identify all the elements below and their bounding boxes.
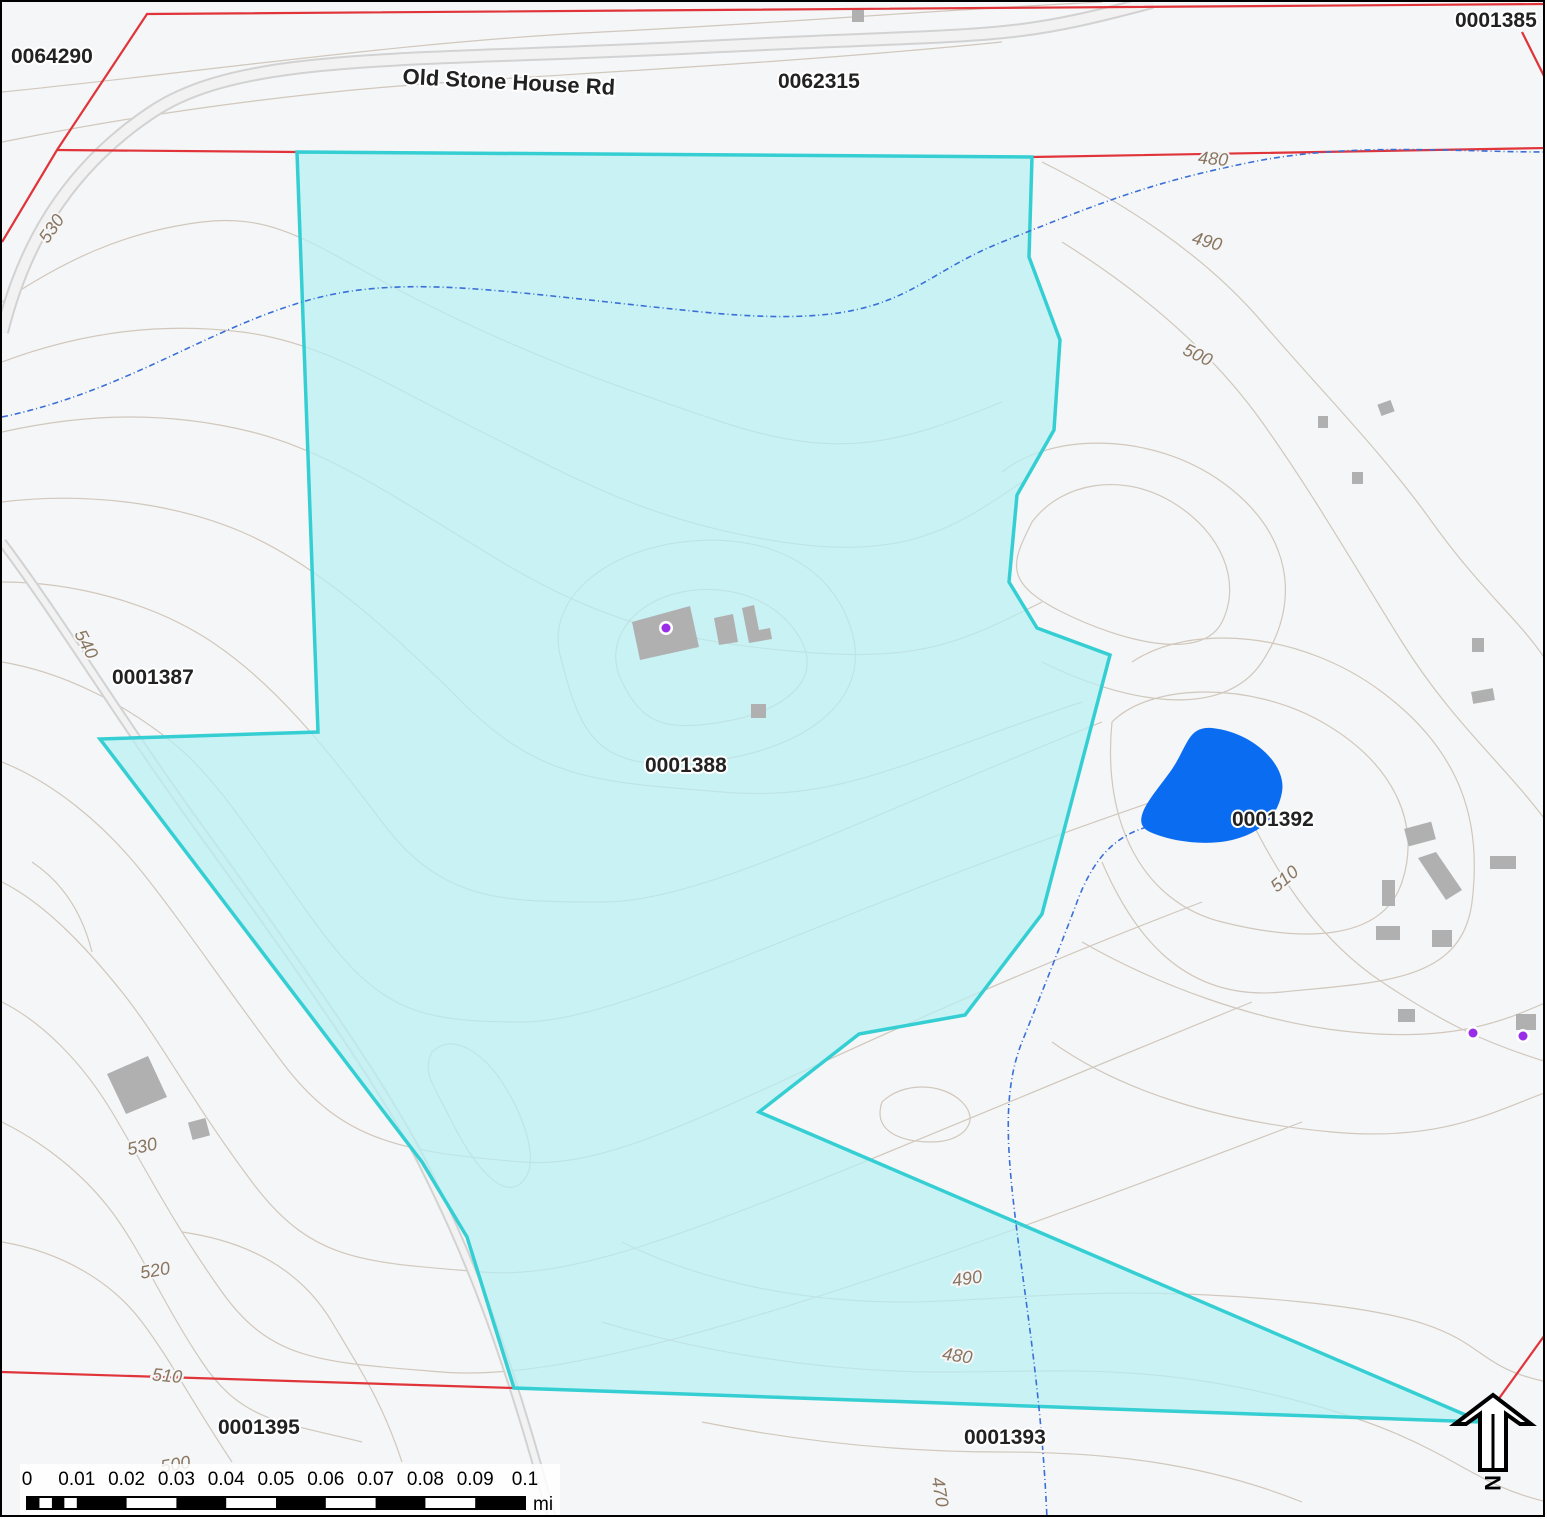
- scale-tick-label: 0.1: [512, 1469, 538, 1490]
- parcel-label-0062315: 0062315: [778, 70, 860, 93]
- scale-tick-label: 0.05: [258, 1469, 295, 1490]
- scale-tick-label: 0.08: [407, 1469, 444, 1490]
- parcel-label-0001387: 0001387: [112, 666, 194, 689]
- building: [852, 10, 864, 22]
- building: [1404, 821, 1436, 847]
- scale-segment: [51, 1497, 65, 1509]
- parcel-label-0001392: 0001392: [1232, 808, 1314, 831]
- building: [1398, 1009, 1415, 1022]
- selected-parcel-0001388[interactable]: [96, 150, 1483, 1424]
- scale-segment: [176, 1497, 227, 1509]
- parcel-label-0064290: 0064290: [11, 45, 93, 68]
- pond: [1141, 727, 1283, 843]
- building: [1352, 472, 1363, 484]
- north-letter: N: [1480, 1475, 1505, 1491]
- contour-label: 490: [1190, 228, 1224, 255]
- scale-tick-label: 0.06: [307, 1469, 344, 1490]
- scale-tick-label: 0.07: [357, 1469, 394, 1490]
- north-arrow-icon: N: [1449, 1392, 1537, 1491]
- contour-label: 500: [1180, 339, 1216, 370]
- scale-segment: [27, 1497, 40, 1509]
- parcel-label-0001385: 0001385: [1455, 9, 1537, 32]
- scale-segment: [76, 1497, 127, 1509]
- building: [751, 704, 766, 718]
- building: [714, 614, 738, 645]
- building: [1418, 852, 1462, 900]
- scale-segment: [375, 1497, 426, 1509]
- scale-tick-label: 0.02: [108, 1469, 145, 1490]
- contour-label: 480: [941, 1344, 974, 1368]
- building: [1376, 926, 1400, 940]
- scale-tick-label: 0.09: [457, 1469, 494, 1490]
- building: [1471, 688, 1495, 704]
- stream-north: [2, 148, 1543, 418]
- scale-segment: [475, 1497, 525, 1509]
- building: [1516, 1014, 1536, 1030]
- scale-tick-label: 0: [22, 1469, 33, 1490]
- scale-tick-label: 0.03: [158, 1469, 195, 1490]
- streams: [2, 148, 1543, 1515]
- parcel-label-0001393: 0001393: [964, 1426, 1046, 1449]
- building: [1432, 930, 1452, 947]
- contour-label: 510: [1266, 861, 1302, 896]
- contour-label: 520: [139, 1258, 172, 1283]
- stream-south: [1007, 826, 1148, 1515]
- scale-unit: mi: [533, 1494, 553, 1515]
- parcel-label-0001388: 0001388: [645, 754, 727, 777]
- building: [1377, 399, 1395, 417]
- parcel-label-0001395: 0001395: [218, 1416, 300, 1439]
- building: [1490, 856, 1516, 869]
- parcel-labels: 0064290 0062315 0001385 0001387 0001388 …: [9, 7, 1539, 1451]
- contour-label: 510: [151, 1364, 183, 1387]
- building: [1382, 880, 1395, 906]
- building: [742, 605, 772, 643]
- building: [187, 1117, 211, 1141]
- building: [1472, 638, 1484, 652]
- scale-tick-label: 0.04: [208, 1469, 245, 1490]
- building: [1318, 416, 1328, 428]
- contour-label: 470: [928, 1475, 953, 1508]
- contour-label: 540: [70, 626, 102, 662]
- contour-label: 530: [125, 1134, 159, 1160]
- scale-tick-label: 0.01: [58, 1469, 95, 1490]
- point-features[interactable]: [659, 621, 1530, 1043]
- road-label: Old Stone House Rd: [402, 64, 616, 100]
- building: [107, 1056, 167, 1114]
- scale-segment: [276, 1497, 326, 1509]
- contour-label: 480: [1197, 147, 1229, 170]
- scale-bar: 0 0.01 0.02 0.03 0.04 0.05 0.06 0.07 0.08 0.09 0.1…: [20, 1464, 560, 1515]
- contour-label: 490: [951, 1266, 984, 1290]
